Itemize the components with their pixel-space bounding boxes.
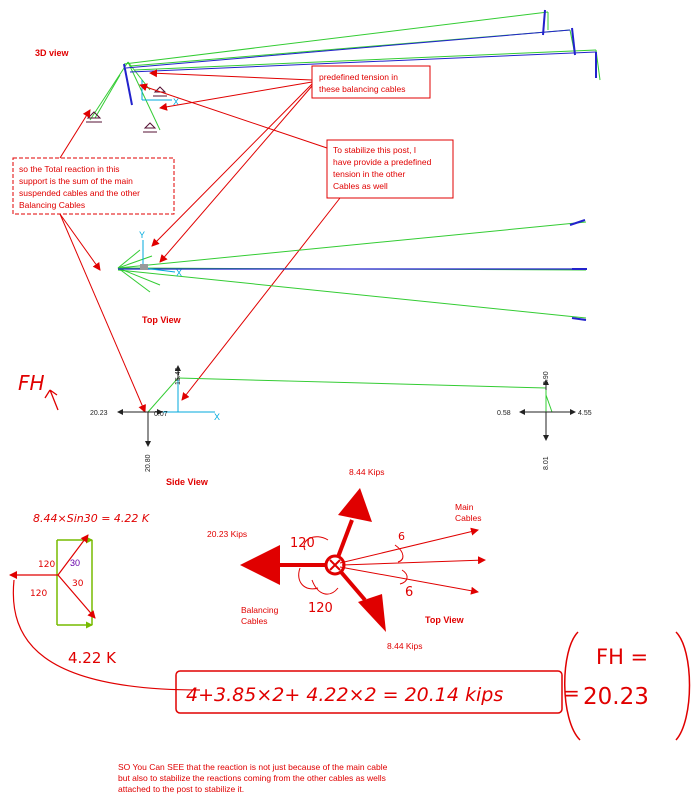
note-total-reaction: so the Total reaction in this support is… (12, 157, 175, 215)
svg-text:6: 6 (398, 530, 405, 543)
equation-fh: FH = 20.23 = (563, 631, 691, 741)
axis-x-side: X (214, 412, 220, 422)
svg-text:120: 120 (290, 536, 315, 551)
svg-text:8.44×Sin30 = 4.22 K: 8.44×Sin30 = 4.22 K (33, 512, 150, 525)
svg-text:attached to the post to stabil: attached to the post to stabilize it. (118, 784, 244, 794)
svg-text:30: 30 (72, 579, 84, 589)
svg-text:4.22 K: 4.22 K (68, 649, 117, 667)
svg-text:have provide a predefined: have provide a predefined (333, 157, 432, 167)
note-predefined-tension: predefined tension in these balancing ca… (311, 65, 431, 99)
conclusion-note: SO You Can SEE that the reaction is not … (118, 762, 388, 794)
leader-arrows (59, 69, 341, 413)
force-diagram: 120 120 6 6 8.44 Kips 8.44 Kips 20.23 Ki… (207, 467, 486, 651)
equation-sum: 4+3.85×2+ 4.22×2 = 20.14 kips (175, 670, 563, 714)
posts-3d (123, 9, 597, 106)
side-left-h: 20.23 (90, 410, 108, 417)
svg-text:Balancing Cables: Balancing Cables (19, 200, 85, 210)
svg-text:4+3.85×2+ 4.22×2 = 20.14 kips: 4+3.85×2+ 4.22×2 = 20.14 kips (186, 684, 503, 706)
force-bottom-label: 8.44 Kips (387, 641, 422, 651)
main-cables-label-1: Main (455, 502, 474, 512)
balancing-cables-label-2: Cables (241, 616, 267, 626)
label-top-view: Top View (142, 315, 182, 325)
svg-text:FH =: FH = (596, 645, 648, 669)
support-symbols-3d (86, 86, 167, 133)
svg-text:FH: FH (18, 371, 45, 395)
svg-text:but also to stabilize the reac: but also to stabilize the reactions comi… (118, 773, 386, 783)
main-cables-label-2: Cables (455, 513, 481, 523)
svg-text:30: 30 (70, 558, 80, 568)
vector-sketch: 8.44×Sin30 = 4.22 K 120 120 30 30 4.22 K (9, 512, 201, 691)
svg-text:predefined tension in: predefined tension in (319, 72, 398, 82)
svg-text:these balancing cables: these balancing cables (319, 84, 405, 94)
label-side-view: Side View (166, 477, 209, 487)
view-top: Y X Top View (117, 219, 587, 325)
svg-text:120: 120 (30, 589, 47, 599)
force-top-label: 8.44 Kips (349, 467, 384, 477)
svg-text:SO You Can SEE that the reacti: SO You Can SEE that the reaction is not … (118, 762, 388, 772)
svg-text:support is the sum of the main: support is the sum of the main (19, 176, 133, 186)
svg-text:=: = (563, 681, 580, 705)
svg-text:120: 120 (38, 560, 55, 570)
side-right-left: 0.58 (497, 410, 511, 417)
axis-x-top: X (176, 268, 182, 278)
axis-y-top: Y (139, 230, 145, 240)
side-left-down: 20.80 (145, 454, 152, 472)
side-right-up: 8.90 (543, 371, 550, 385)
svg-text:so the Total reaction in this: so the Total reaction in this (19, 164, 120, 174)
arrow-balancing-left (240, 545, 280, 585)
arrow-bottom (358, 594, 386, 632)
svg-text:120: 120 (308, 601, 333, 616)
force-diagram-view-label: Top View (425, 615, 465, 625)
side-right-down: 8.01 (543, 456, 550, 470)
svg-text:6: 6 (405, 585, 413, 600)
svg-text:suspended cables and the other: suspended cables and the other (19, 188, 140, 198)
balancing-cables-label-1: Balancing (241, 605, 279, 615)
view-3d: 3D view X (35, 9, 601, 133)
svg-text:To stabilize this post, I: To stabilize this post, I (333, 145, 416, 155)
force-left-label: 20.23 Kips (207, 529, 247, 539)
arrow-top (338, 488, 372, 522)
main-cables-3d (125, 29, 597, 73)
svg-text:20.23: 20.23 (583, 684, 649, 710)
label-3d-view: 3D view (35, 48, 70, 58)
handwritten-fh: FH (18, 371, 59, 411)
axis-x-3d: X (173, 97, 179, 107)
svg-text:Cables as well: Cables as well (333, 181, 388, 191)
note-stabilize-post: To stabilize this post, I have provide a… (326, 139, 454, 199)
side-left-up: 15.45 (175, 367, 182, 385)
side-left-small: 0.07 (154, 411, 168, 418)
svg-text:tension in the other: tension in the other (333, 169, 405, 179)
side-right-right: 4.55 (578, 410, 592, 417)
view-side: X 20.23 0.07 15.45 20.80 0.58 4.55 8.90 … (90, 365, 592, 487)
